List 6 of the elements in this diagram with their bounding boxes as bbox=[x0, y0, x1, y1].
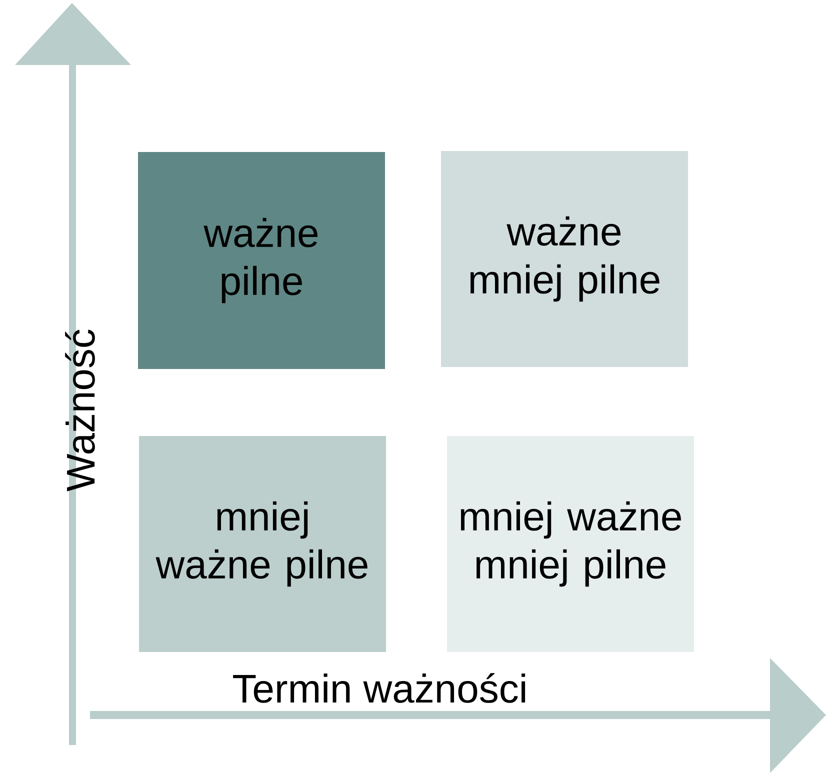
quadrant-box: ważne mniej pilne bbox=[441, 151, 688, 367]
quadrant-box: mniej ważne mniej pilne bbox=[447, 436, 694, 652]
axis-label: Ważność bbox=[65, 330, 95, 492]
quadrant-box: ważne pilne bbox=[138, 152, 385, 369]
quadrant-box: mniej ważne pilne bbox=[139, 436, 386, 652]
axis-label: Termin ważności bbox=[233, 673, 526, 703]
